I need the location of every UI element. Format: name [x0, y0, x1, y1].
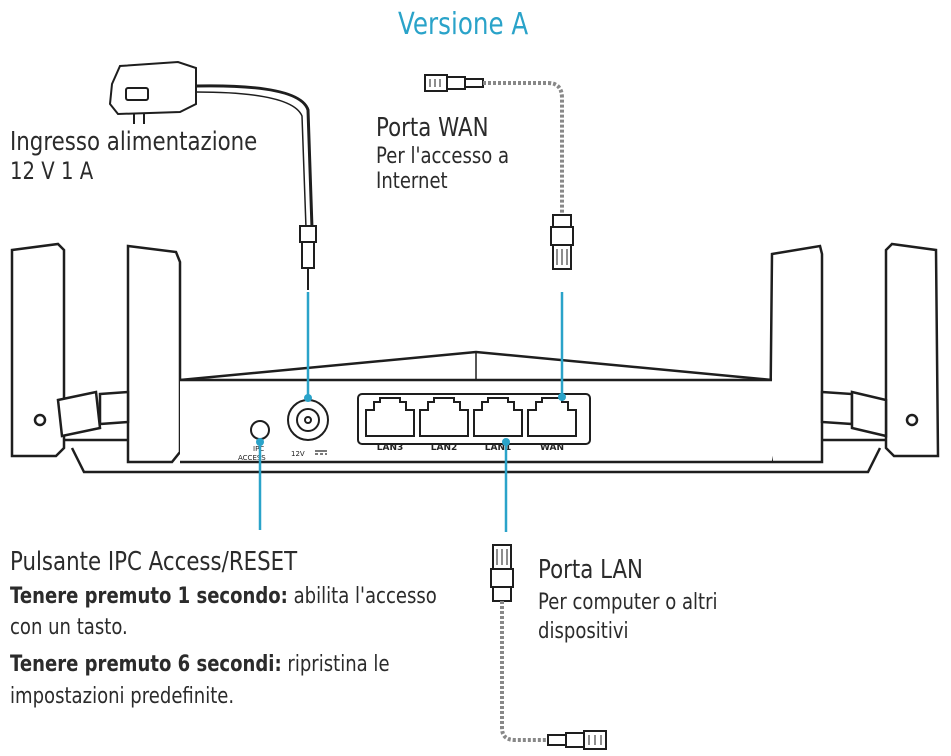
power-label-line1: Ingresso alimentazione [10, 127, 258, 157]
ipc-access-button [250, 420, 270, 440]
callout-dot-lan [502, 438, 510, 446]
ipc-label-top: IPC [253, 445, 264, 453]
lan-label-line2: Per computer o altri [538, 589, 718, 615]
ethernet-port-lan1 [473, 397, 523, 437]
reset-press6-cont: impostazioni predefinite. [10, 683, 235, 709]
reset-heading: Pulsante IPC Access/RESET [10, 547, 298, 577]
antenna-left-inner-icon [98, 244, 182, 464]
wan-cable-icon [424, 74, 574, 270]
power-label: Ingresso alimentazione 12 V 1 A [10, 127, 258, 185]
port-label-wan: WAN [540, 443, 564, 453]
power-adapter-icon [108, 60, 314, 229]
port-label-lan1: LAN1 [485, 443, 512, 453]
reset-press6-text: ripristina le [281, 652, 390, 678]
reset-press1: Tenere premuto 1 secondo: abilita l'acce… [10, 584, 437, 609]
ethernet-port-lan3 [365, 397, 415, 437]
reset-press1-bold: Tenere premuto 1 secondo: [10, 583, 288, 609]
reset-press1-cont: con un tasto. [10, 615, 128, 641]
reset-press6: Tenere premuto 6 secondi: ripristina le [10, 652, 437, 677]
port-label-lan3: LAN3 [377, 443, 404, 453]
antenna-right-outer-icon [850, 242, 940, 458]
power-jack-label: 12V [291, 450, 305, 458]
ethernet-port-lan2 [419, 397, 469, 437]
diagram-title: Versione A [398, 7, 529, 42]
wan-label-line2: Per l'accesso a [376, 143, 510, 169]
antenna-left-outer-icon [10, 242, 102, 458]
antenna-right-inner-icon [768, 244, 854, 464]
ipc-label-bottom: ACCESS [238, 454, 266, 462]
dc-plug-icon [299, 225, 317, 290]
lan-label-title: Porta LAN [538, 555, 644, 585]
callout-lines [258, 292, 564, 532]
lan-label: Porta LAN Per computer o altri dispositi… [538, 555, 718, 645]
reset-description: Pulsante IPC Access/RESET Tenere premuto… [10, 547, 437, 709]
lan-cable-icon [490, 544, 607, 750]
wan-label: Porta WAN Per l'accesso a Internet [376, 113, 510, 195]
lan-label-line3: dispositivi [538, 619, 629, 645]
power-label-line2: 12 V 1 A [10, 156, 94, 185]
callout-dot-power [304, 394, 312, 402]
reset-press1-text: abilita l'accesso [287, 583, 437, 609]
power-jack [287, 399, 329, 441]
callout-dot-reset [256, 438, 264, 446]
ethernet-port-wan [527, 397, 577, 437]
wan-label-title: Porta WAN [376, 113, 489, 143]
wan-label-line3: Internet [376, 169, 448, 195]
reset-press6-bold: Tenere premuto 6 secondi: [10, 652, 282, 678]
port-label-lan2: LAN2 [431, 443, 458, 453]
dc-symbol-icon [315, 450, 327, 455]
callout-dot-wan [558, 393, 566, 401]
